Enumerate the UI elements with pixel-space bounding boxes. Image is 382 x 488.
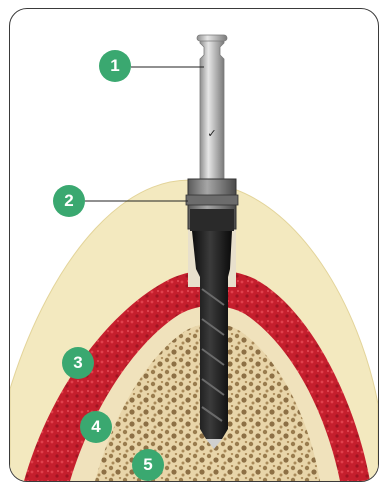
label-badge-1: 1 <box>99 50 131 82</box>
label-badge-5: 5 <box>132 449 164 481</box>
label-badge-3: 3 <box>62 347 94 379</box>
implant-drill-illustration: ✓ <box>10 9 378 481</box>
label-badge-3-text: 3 <box>73 353 82 373</box>
label-badge-5-text: 5 <box>143 455 152 475</box>
shank-mark: ✓ <box>207 127 216 140</box>
figure-frame: ✓ 1 2 3 4 5 <box>9 8 379 482</box>
label-badge-4: 4 <box>80 411 112 443</box>
label-badge-4-text: 4 <box>91 417 100 437</box>
label-badge-1-text: 1 <box>110 56 119 76</box>
drill-shank: ✓ <box>197 35 227 181</box>
label-badge-2: 2 <box>53 185 85 217</box>
drill-collar <box>186 179 238 231</box>
label-badge-2-text: 2 <box>64 191 73 211</box>
